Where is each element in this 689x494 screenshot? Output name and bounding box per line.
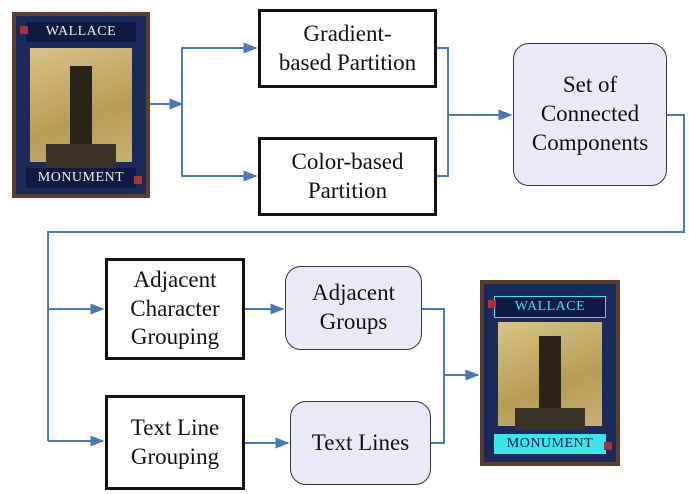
adjacent-groups-box: Adjacent Groups bbox=[285, 266, 422, 350]
output-corner-ornament bbox=[488, 300, 496, 308]
line-gradient-out bbox=[437, 47, 449, 115]
connected-components-box: Set of Connected Components bbox=[513, 43, 667, 186]
color-partition-box: Color-based Partition bbox=[258, 137, 437, 216]
input-hill-shape bbox=[46, 144, 116, 168]
output-top-text: WALLACE bbox=[494, 296, 606, 318]
text-line-grouping-box: Text Line Grouping bbox=[105, 395, 245, 490]
gradient-partition-box: Gradient- based Partition bbox=[258, 9, 437, 88]
input-bottom-text: MONUMENT bbox=[26, 168, 136, 188]
output-corner-ornament bbox=[604, 442, 612, 450]
output-bottom-text: MONUMENT bbox=[494, 434, 606, 454]
line-groups-out bbox=[422, 308, 445, 375]
input-top-text: WALLACE bbox=[26, 22, 136, 42]
input-corner-ornament bbox=[134, 176, 142, 184]
output-placard-image: WALLACE MONUMENT bbox=[480, 280, 620, 466]
text-lines-box: Text Lines bbox=[290, 401, 431, 485]
arrow-to-gradient bbox=[181, 42, 258, 104]
adjacent-character-grouping-box: Adjacent Character Grouping bbox=[105, 258, 245, 360]
input-corner-ornament bbox=[20, 26, 28, 34]
input-placard-image: WALLACE MONUMENT bbox=[12, 12, 150, 198]
line-color-out bbox=[437, 115, 449, 177]
output-tower-shape bbox=[539, 336, 561, 420]
line-components-wrap bbox=[47, 114, 685, 441]
line-lines-out bbox=[431, 375, 445, 444]
arrow-to-color bbox=[181, 104, 258, 182]
input-tower-shape bbox=[70, 66, 92, 156]
output-hill-shape bbox=[515, 408, 585, 430]
